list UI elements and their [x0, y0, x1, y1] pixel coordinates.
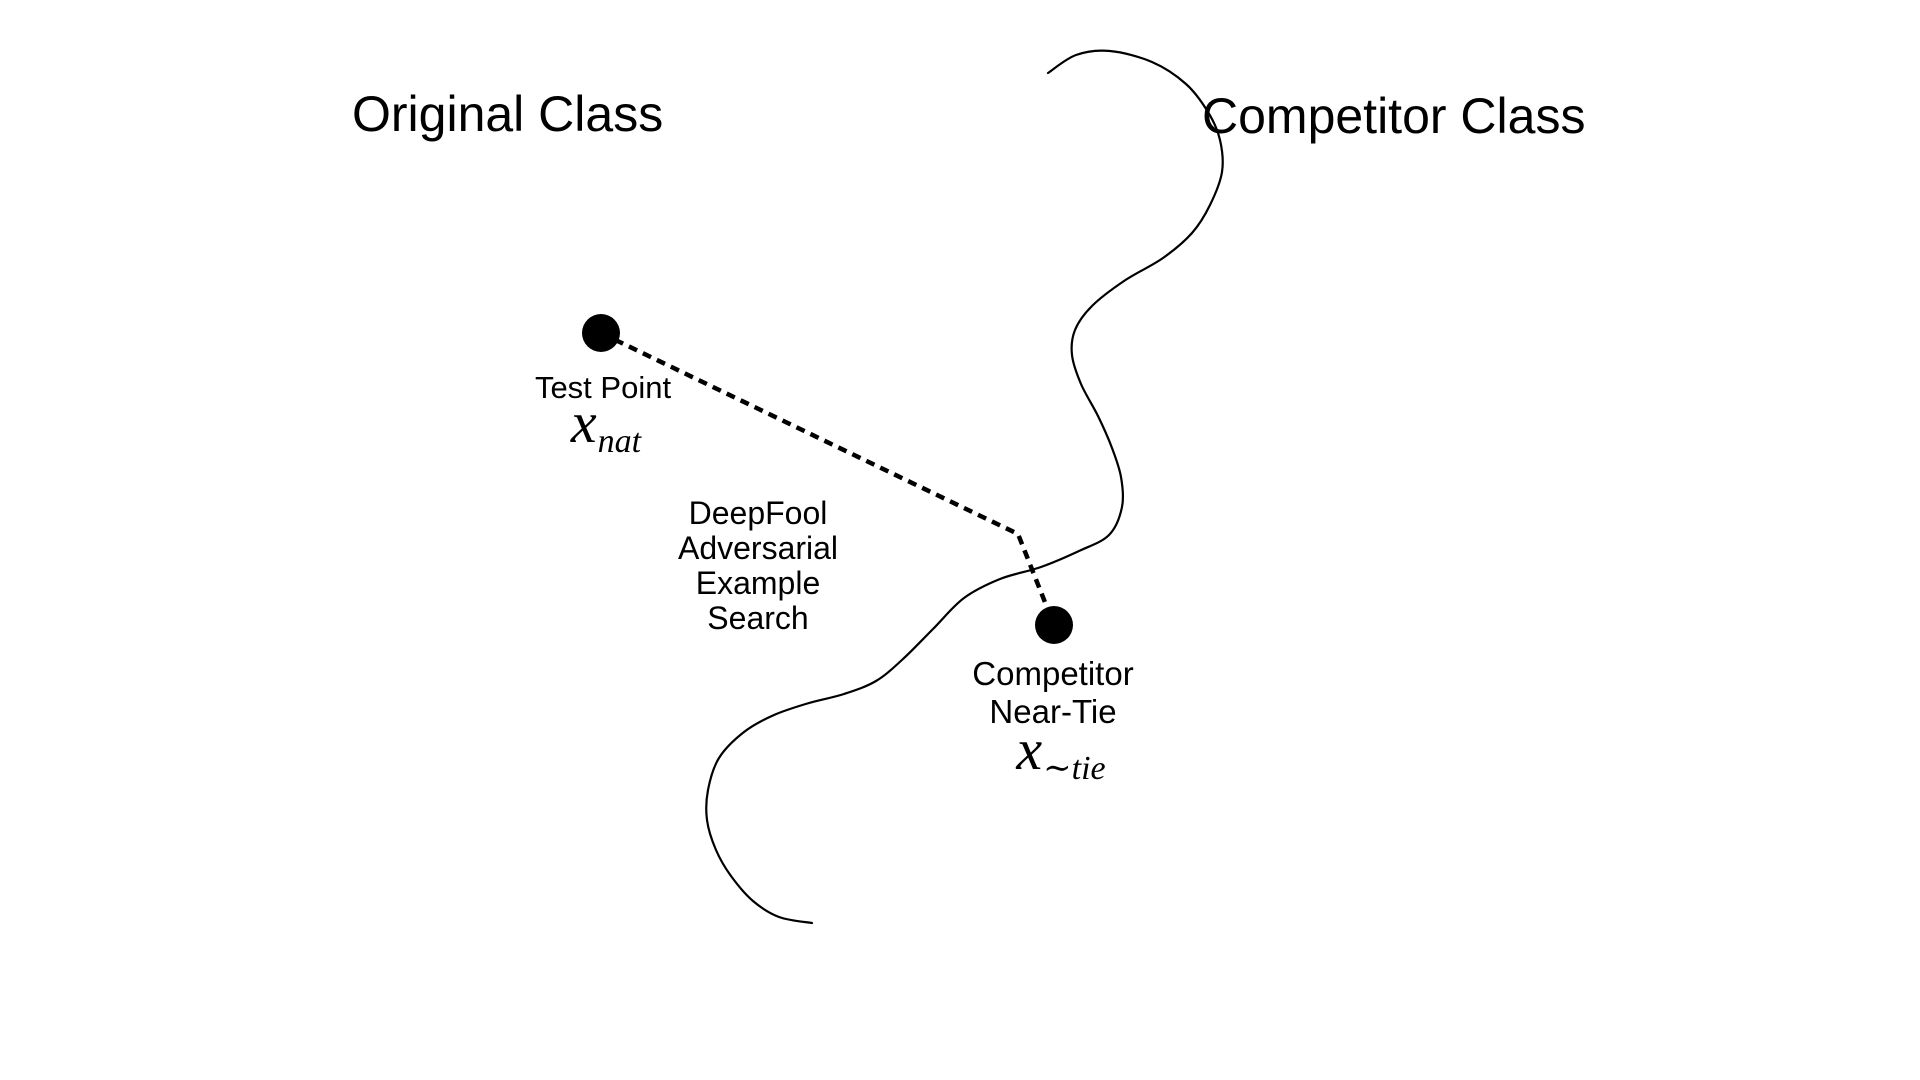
annotation-line: Adversarial [677, 530, 839, 566]
near-tie-label-line: Competitor [972, 655, 1134, 692]
deepfool-search-annotation: DeepFool Adversarial Example Search [678, 496, 838, 636]
near-tie-math-symbol: x∼tie [1016, 721, 1105, 786]
near-tie-label: Competitor Near-Tie [972, 655, 1133, 731]
original-class-label: Original Class [352, 86, 664, 142]
test-point-label: Test Point [534, 370, 672, 405]
math-subscript-tie: ∼tie [1043, 750, 1106, 788]
near-tie-label-line: Near-Tie [989, 693, 1117, 730]
math-subscript-nat: nat [597, 423, 642, 461]
competitor-class-label: Competitor Class [1202, 88, 1586, 144]
math-x-symbol: x [1016, 717, 1043, 782]
annotation-line: Search [707, 600, 809, 636]
annotation-line: Example [695, 565, 821, 601]
test-point-math-symbol: xnat [571, 394, 641, 459]
test-point-dot [582, 314, 620, 352]
math-x-symbol: x [570, 390, 597, 455]
annotation-line: DeepFool [688, 495, 828, 531]
adversarial-search-dashed-line [600, 330, 1057, 626]
near-tie-dot [1035, 606, 1073, 644]
decision-boundary-curve [705, 49, 1224, 925]
